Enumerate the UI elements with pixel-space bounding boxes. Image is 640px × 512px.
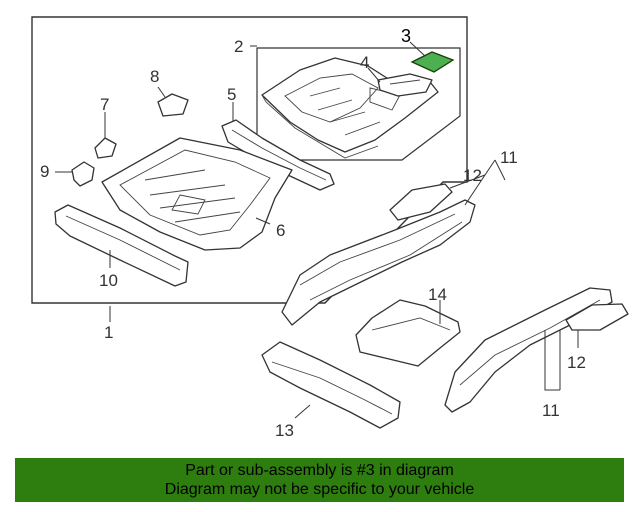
- part-13-crossmember: [261, 341, 401, 429]
- callout-11-top: 11: [500, 148, 518, 167]
- part-7-bracket: [94, 137, 117, 159]
- assembly-1-outline: [31, 16, 468, 304]
- callout-12-bottom: 12: [567, 353, 586, 372]
- callout-11-bottom: 11: [542, 401, 560, 420]
- part-12-upper-bracket: [389, 183, 453, 221]
- part-14-crossmember: [355, 299, 461, 367]
- callout-3: 3: [401, 26, 411, 46]
- callout-10: 10: [99, 271, 118, 290]
- part-11-lower-rail: [444, 287, 613, 413]
- info-banner: Part or sub-assembly is #3 in diagram Di…: [15, 458, 624, 502]
- banner-line-2: Diagram may not be specific to your vehi…: [164, 481, 475, 498]
- callout-13: 13: [275, 421, 294, 440]
- parts-diagram: 1 2 3 4 5 6 7 8 9 10 11 11 12 12 13 14: [31, 16, 629, 440]
- part-4-bracket: [377, 73, 433, 97]
- callout-9: 9: [40, 162, 49, 181]
- callout-12-top: 12: [463, 166, 482, 185]
- part-2-front-floor: [261, 57, 439, 159]
- part-9-bracket: [71, 161, 95, 187]
- callout-8: 8: [150, 67, 159, 86]
- part-3-highlighted-pad: [410, 51, 455, 73]
- leader-lines: [55, 41, 579, 419]
- callout-14: 14: [428, 285, 447, 304]
- part-12-lower-bracket: [565, 303, 629, 331]
- banner-line-1: Part or sub-assembly is #3 in diagram: [185, 462, 454, 479]
- callout-2: 2: [234, 37, 243, 56]
- part-6-rear-floor: [101, 137, 293, 251]
- callout-7: 7: [100, 95, 109, 114]
- part-8-bracket: [157, 93, 189, 117]
- callout-5: 5: [227, 85, 236, 104]
- part-11-upper-rail: [281, 199, 476, 326]
- callout-6: 6: [276, 221, 285, 240]
- part-10-crossmember: [54, 204, 189, 287]
- callout-1: 1: [104, 323, 113, 342]
- callout-4: 4: [360, 53, 369, 72]
